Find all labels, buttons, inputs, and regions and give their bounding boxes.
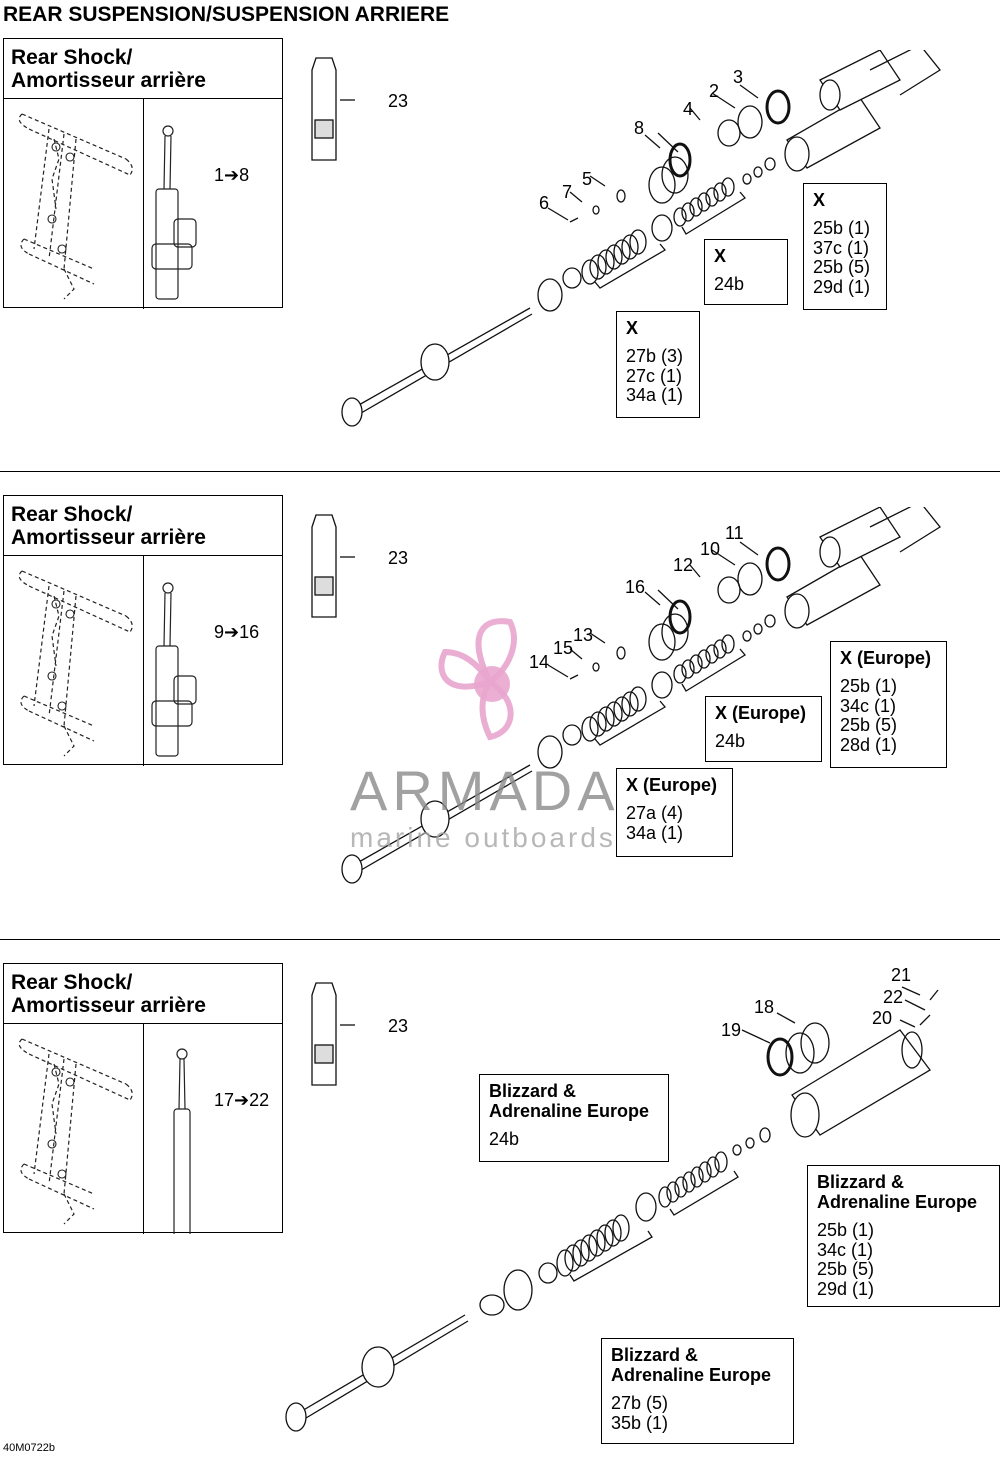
callout-19: 19 <box>721 1020 742 1040</box>
shock-exploded-diagram <box>285 982 939 1432</box>
figure-code: 40M0722b <box>3 1442 55 1454</box>
part-range-label: 17➔22 <box>214 1090 270 1110</box>
callout-20: 20 <box>872 1008 893 1028</box>
part-range-label: 9➔16 <box>214 622 260 642</box>
callout-11: 11 <box>725 523 744 543</box>
part-range-label: 1➔8 <box>214 165 250 185</box>
watermark-brand: ARMADA <box>350 759 620 822</box>
watermark-propeller-icon <box>438 618 517 741</box>
legend-panel: Rear Shock/ Amortisseur arrière 17➔22 <box>3 963 283 1234</box>
callout-16: 16 <box>625 577 646 597</box>
callout-8: 8 <box>634 118 645 138</box>
section-divider <box>0 471 1000 472</box>
callout-2: 2 <box>709 81 720 101</box>
page-title: REAR SUSPENSION/SUSPENSION ARRIERE <box>3 3 450 26</box>
kit-box: X 24b <box>704 239 788 305</box>
callout-18: 18 <box>754 997 775 1017</box>
callout-6: 6 <box>539 193 550 213</box>
legend-panel: Rear Shock/ Amortisseur arrière 1➔8 <box>3 38 283 309</box>
section1-bottle-label: 23 <box>388 91 409 111</box>
kit-box: Blizzard & Adrenaline Europe 27b (5) 35b… <box>601 1338 794 1444</box>
kit-box: X (Europe) 25b (1) 34c (1) 25b (5) 28d (… <box>830 641 947 768</box>
legend-title: Rear Shock/ Amortisseur arrière <box>4 496 282 556</box>
legend-title: Rear Shock/ Amortisseur arrière <box>4 39 282 99</box>
section3-bottle-label: 23 <box>388 1016 409 1036</box>
kit-box: X (Europe) 27a (4) 34a (1) <box>616 768 733 857</box>
section2-bottle-label: 23 <box>388 548 409 568</box>
legend-divider <box>143 1024 144 1234</box>
kit-box: X 25b (1) 37c (1) 25b (5) 29d (1) <box>803 183 887 310</box>
callout-15: 15 <box>553 638 574 658</box>
legend-panel: Rear Shock/ Amortisseur arrière 9➔16 <box>3 495 283 766</box>
frame-sketch-icon <box>18 570 197 757</box>
callout-3: 3 <box>733 67 744 87</box>
kit-box: Blizzard & Adrenaline Europe 24b <box>479 1074 669 1162</box>
shock-exploded-diagram <box>311 50 941 427</box>
callout-13: 13 <box>573 625 594 645</box>
kit-box: X (Europe) 24b <box>705 696 822 762</box>
section-divider <box>0 939 1000 940</box>
callout-22: 22 <box>883 987 904 1007</box>
legend-divider <box>143 556 144 766</box>
callout-4: 4 <box>683 99 694 119</box>
callout-21: 21 <box>891 965 912 985</box>
watermark-tagline: marine outboards <box>350 822 616 853</box>
frame-sketch-icon <box>18 113 197 300</box>
callout-14: 14 <box>529 652 550 672</box>
frame-sketch-icon <box>18 1038 191 1234</box>
legend-divider <box>143 99 144 309</box>
shock-exploded-diagram <box>311 507 941 884</box>
legend-title: Rear Shock/ Amortisseur arrière <box>4 964 282 1024</box>
callout-12: 12 <box>673 555 694 575</box>
kit-box: Blizzard & Adrenaline Europe 25b (1) 34c… <box>807 1165 1000 1307</box>
callout-5: 5 <box>582 169 593 189</box>
callout-10: 10 <box>700 539 721 559</box>
kit-box: X 27b (3) 27c (1) 34a (1) <box>616 311 700 418</box>
callout-7: 7 <box>562 182 573 202</box>
